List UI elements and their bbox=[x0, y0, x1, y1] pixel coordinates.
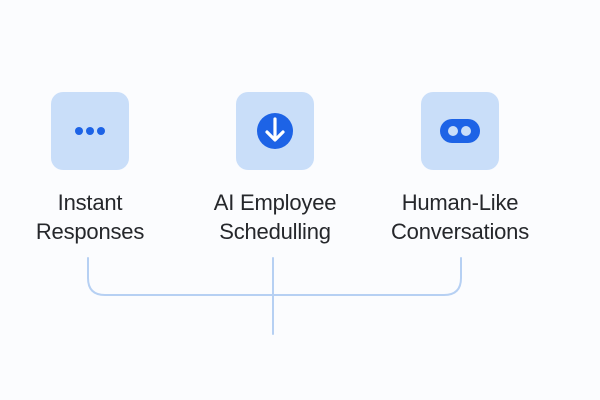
download-arrow-circle-icon bbox=[257, 113, 293, 149]
feature-icon-tile bbox=[236, 92, 314, 170]
feature-label: AI Employee Schedulling bbox=[180, 188, 370, 246]
feature-icon-tile bbox=[51, 92, 129, 170]
feature-icon-tile bbox=[421, 92, 499, 170]
toggle-dots-icon bbox=[440, 119, 480, 143]
feature-label: Instant Responses bbox=[0, 188, 185, 246]
feature-label-line1: Instant bbox=[57, 190, 123, 215]
feature-instant-responses: Instant Responses bbox=[0, 92, 185, 246]
bracket-line bbox=[87, 257, 462, 296]
feature-human-like-conversations: Human-Like Conversations bbox=[365, 92, 555, 246]
feature-label-line2: Schedulling bbox=[219, 219, 331, 244]
feature-label-line1: AI Employee bbox=[213, 190, 337, 215]
feature-label-line1: Human-Like bbox=[401, 190, 519, 215]
feature-ai-employee-scheduling: AI Employee Schedulling bbox=[180, 92, 370, 246]
feature-label-line2: Conversations bbox=[390, 219, 530, 244]
feature-label: Human-Like Conversations bbox=[365, 188, 555, 246]
feature-label-line2: Responses bbox=[35, 219, 145, 244]
three-dots-icon bbox=[75, 127, 105, 135]
